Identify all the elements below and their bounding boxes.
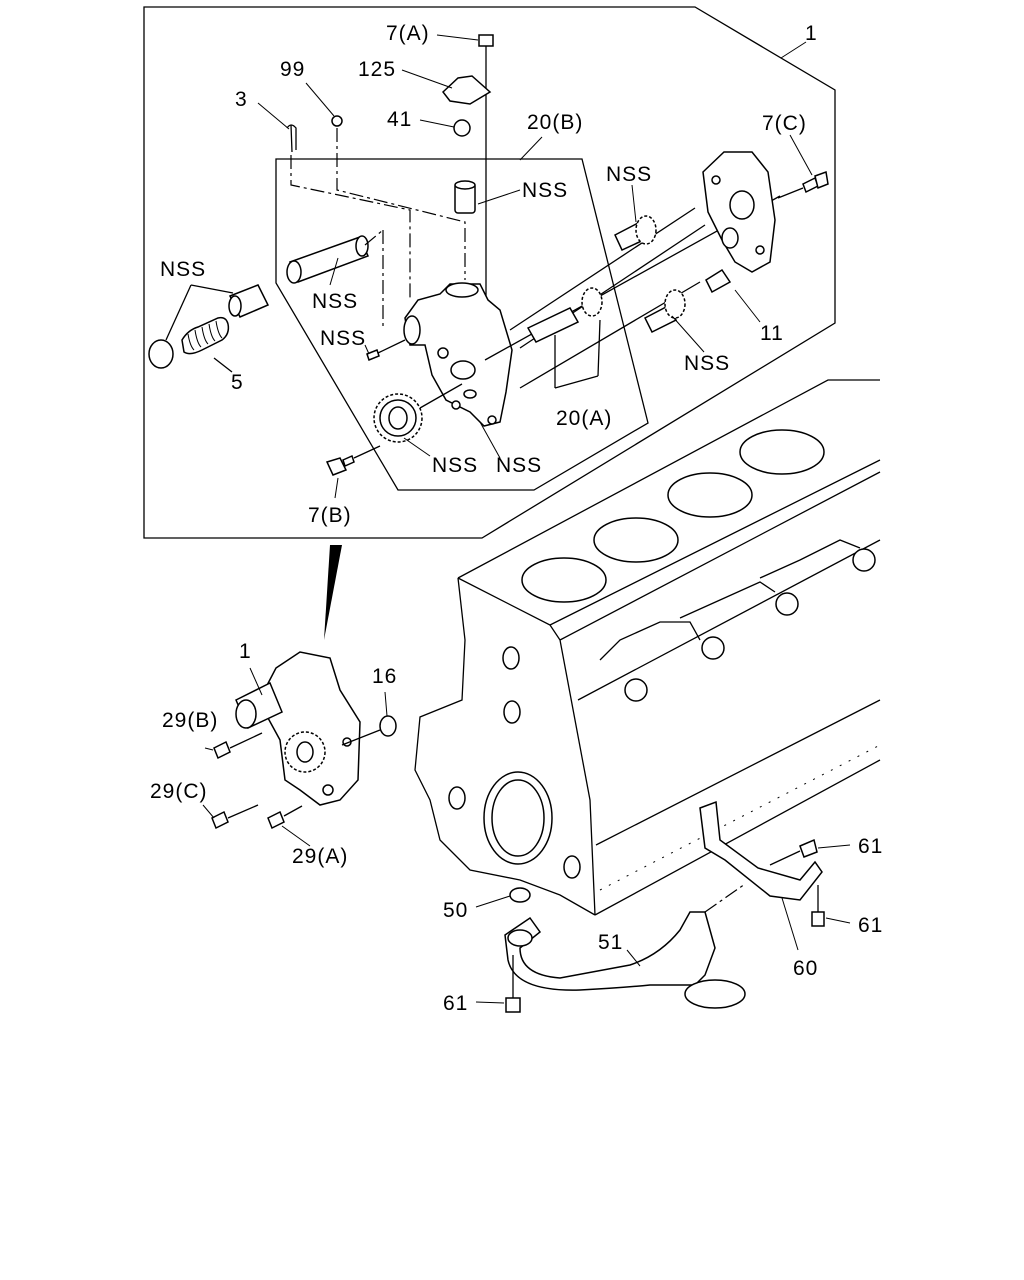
- sleeve: [286, 235, 369, 284]
- spring-5: [181, 316, 230, 355]
- label-7b: 7(B): [308, 504, 352, 527]
- pump-body-front: [403, 282, 513, 427]
- detail-inset: [143, 6, 836, 539]
- part-99: [331, 115, 343, 127]
- label-nss-gear-mid: NSS: [684, 352, 730, 375]
- bolt-7c: [802, 170, 829, 194]
- assembled-oil-pump: [211, 545, 397, 830]
- cotter-pin-3: [286, 124, 297, 153]
- label-125: 125: [358, 58, 396, 81]
- bolt-29a: [267, 805, 303, 830]
- cylinder-bore: [739, 429, 825, 475]
- label-nss-bolt: NSS: [320, 327, 366, 350]
- engine-block: [414, 379, 881, 916]
- bolt-7b: [325, 454, 355, 476]
- ball-41: [453, 119, 471, 137]
- gear-top: [614, 215, 657, 251]
- detail-parts: [148, 34, 829, 476]
- label-61-left: 61: [443, 992, 468, 1015]
- label-41: 41: [387, 108, 412, 131]
- label-nss-gear-big: NSS: [432, 454, 478, 477]
- callout-arrow: [324, 545, 342, 640]
- strainer-screen: [684, 979, 746, 1009]
- drive-gear: [373, 393, 423, 443]
- cylinder-bore: [667, 472, 753, 518]
- label-60: 60: [793, 957, 818, 980]
- label-20a: 20(A): [556, 407, 612, 430]
- label-29c: 29(C): [150, 780, 208, 803]
- leader-lines: [202, 34, 851, 1004]
- subassembly-20b-frame: [275, 158, 649, 491]
- bolt-61-upper: [769, 838, 818, 866]
- bracket-60: [699, 800, 823, 901]
- plate-125: [441, 75, 492, 105]
- part-labels: 1 7(A) 125 99 3 41 20(B) 7(C) NSS NSS NS…: [150, 22, 883, 1015]
- label-7a: 7(A): [386, 22, 430, 45]
- label-11: 11: [760, 322, 784, 345]
- oil-pipe-51: [504, 911, 716, 991]
- cylinder-bore: [593, 517, 679, 563]
- label-16: 16: [372, 665, 397, 688]
- label-5: 5: [231, 371, 244, 394]
- label-51: 51: [598, 931, 623, 954]
- gasket-16: [379, 715, 397, 737]
- relief-spring-set: [148, 284, 270, 369]
- cylinder-bore: [521, 557, 607, 603]
- plunger-cap: [228, 284, 270, 318]
- gasket-50: [509, 887, 531, 903]
- label-1-pump: 1: [239, 640, 252, 663]
- label-nss-left: NSS: [160, 258, 206, 281]
- gear-mid: [526, 287, 603, 343]
- label-nss-bushing: NSS: [522, 179, 568, 202]
- label-29a: 29(A): [292, 845, 348, 868]
- inset-frame: [143, 6, 836, 539]
- bolt-29b: [213, 732, 263, 760]
- gear-lower: [643, 289, 686, 334]
- small-bolt: [366, 349, 380, 361]
- label-7c: 7(C): [762, 112, 807, 135]
- label-nss-shaft: NSS: [312, 290, 358, 313]
- bolt-61-lower: [811, 885, 825, 927]
- rear-cover-11: [702, 151, 776, 294]
- label-61-right-top: 61: [858, 835, 883, 858]
- label-61-right-bot: 61: [858, 914, 883, 937]
- label-50: 50: [443, 899, 468, 922]
- bushing: [454, 180, 476, 214]
- label-1-top: 1: [805, 22, 818, 45]
- label-nss-gear-top: NSS: [606, 163, 652, 186]
- label-99: 99: [280, 58, 305, 81]
- bolt-29c: [211, 804, 259, 830]
- label-3: 3: [235, 88, 248, 111]
- oil-strainer-assembly: [504, 800, 825, 1013]
- label-20b: 20(B): [527, 111, 583, 134]
- label-nss-body: NSS: [496, 454, 542, 477]
- label-29b: 29(B): [162, 709, 218, 732]
- bolt-7a: [478, 34, 494, 300]
- bolt-61-left: [505, 955, 521, 1013]
